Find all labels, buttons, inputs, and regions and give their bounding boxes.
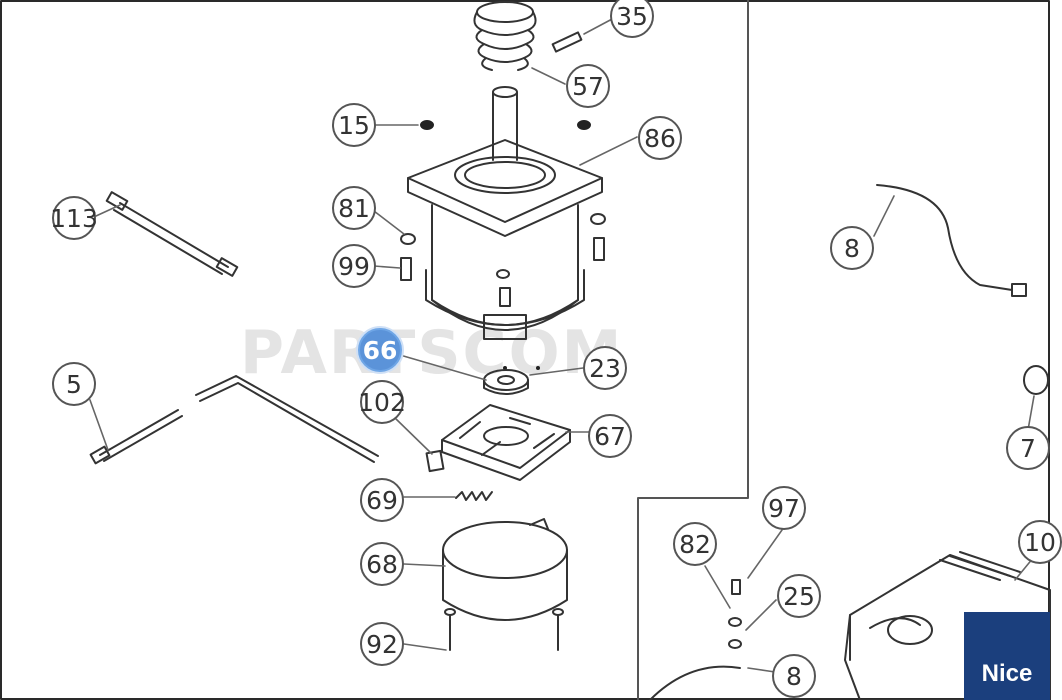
callout-99[interactable]: 99 (332, 244, 376, 288)
panel-divider (637, 0, 749, 700)
callout-5[interactable]: 5 (52, 362, 96, 406)
part-nuts (420, 120, 591, 370)
part-wire-8 (876, 184, 1027, 297)
part-motor-flange (407, 139, 603, 237)
callout-23[interactable]: 23 (583, 346, 627, 390)
callout-82[interactable]: 82 (673, 522, 717, 566)
callout-69[interactable]: 69 (360, 478, 404, 522)
callout-57[interactable]: 57 (566, 64, 610, 108)
part-magnet (425, 449, 445, 473)
callout-81[interactable]: 81 (332, 186, 376, 230)
part-bushing (483, 369, 529, 395)
brand-logo: Nice (964, 612, 1050, 700)
callout-86[interactable]: 86 (638, 116, 682, 160)
callout-102[interactable]: 102 (358, 380, 406, 424)
part-cable-113 (105, 191, 239, 277)
part-motor-body (425, 204, 585, 340)
callout-15[interactable]: 15 (332, 103, 376, 147)
callout-10[interactable]: 10 (1018, 520, 1062, 564)
part-small-screws (728, 579, 742, 649)
part-control-board (844, 551, 1051, 700)
callout-35[interactable]: 35 (610, 0, 654, 38)
part-cable-5 (89, 375, 379, 465)
part-wire-8-bottom (649, 665, 741, 700)
part-spring (473, 1, 537, 71)
part-shaft (492, 86, 518, 161)
part-screws (444, 608, 564, 651)
part-pin (551, 31, 583, 53)
part-washers (400, 213, 606, 279)
callout-8-top[interactable]: 8 (830, 226, 874, 270)
callout-97[interactable]: 97 (762, 486, 806, 530)
callout-67[interactable]: 67 (588, 414, 632, 458)
callout-7[interactable]: 7 (1006, 426, 1050, 470)
part-encoder-disc (441, 404, 571, 481)
callout-66-selected[interactable]: 66 (358, 328, 402, 372)
leader-lines (89, 17, 1039, 673)
callout-68[interactable]: 68 (360, 542, 404, 586)
watermark-text: PARTSCOM (240, 318, 624, 388)
callout-8-bottom[interactable]: 8 (772, 654, 816, 698)
part-7 (1023, 365, 1049, 395)
part-bolts (400, 237, 605, 307)
callout-113[interactable]: 113 (50, 196, 98, 240)
part-cover-ring (442, 518, 568, 621)
part-small-spring (455, 491, 493, 501)
callout-92[interactable]: 92 (360, 622, 404, 666)
callout-25[interactable]: 25 (777, 574, 821, 618)
